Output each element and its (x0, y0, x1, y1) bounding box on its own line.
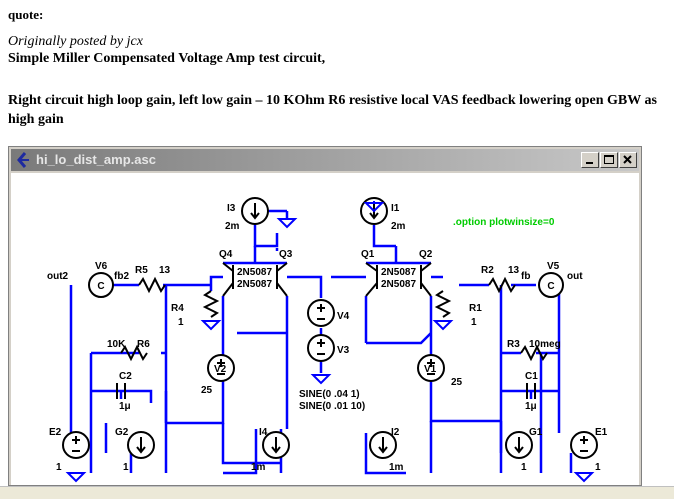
label-i2-value: 1m (389, 462, 404, 473)
voltage-source-v4 (307, 299, 335, 327)
label-v4: V4 (337, 311, 350, 322)
voltage-source-e1 (570, 431, 598, 459)
transistor-q3 (276, 262, 288, 297)
current-source-g2 (127, 431, 155, 459)
voltage-source-v6: C (88, 272, 114, 298)
label-i1-value: 2m (391, 221, 406, 232)
label-i4-value: 1m (251, 462, 266, 473)
browser-status-bar (0, 486, 674, 499)
label-r1-value: 1 (471, 317, 477, 328)
label-i1: I1 (391, 203, 400, 214)
label-g2-value: 1 (123, 462, 129, 473)
label-out: out (567, 271, 583, 282)
post-body-text: Right circuit high loop gain, left low g… (8, 93, 657, 127)
close-button[interactable] (619, 152, 637, 168)
label-c1: C1 (525, 371, 538, 382)
label-out2: out2 (47, 271, 69, 282)
label-q2-model: 2N5087 (381, 279, 416, 290)
ltspice-app-icon (17, 152, 29, 168)
label-v5: V5 (547, 261, 560, 272)
v5-symbol: C (547, 281, 554, 292)
label-r5-value: 13 (159, 265, 171, 276)
label-r6: R6 (137, 339, 150, 350)
label-r5: R5 (135, 265, 148, 276)
label-v1: V1 (424, 364, 437, 375)
label-q3: Q3 (279, 249, 293, 260)
schematic-window: hi_lo_dist_amp.asc (8, 146, 642, 486)
resistor-r3 (520, 344, 548, 362)
label-i2: I2 (391, 427, 400, 438)
capacitor-c2 (116, 383, 126, 399)
voltage-source-v3 (307, 334, 335, 362)
label-fb: fb (521, 271, 530, 282)
v6-symbol: C (97, 281, 104, 292)
capacitors (116, 383, 536, 399)
transistor-q2 (420, 262, 432, 297)
close-icon (623, 155, 632, 164)
label-r3-value: 10meg (529, 339, 561, 350)
label-c2: C2 (119, 371, 132, 382)
label-r6-value: 10K (107, 339, 126, 350)
capacitor-c1 (526, 383, 536, 399)
label-r4-value: 1 (178, 317, 184, 328)
label-q4-model: 2N5087 (237, 267, 272, 278)
maximize-icon (604, 155, 614, 164)
quote-subtitle: Simple Miller Compensated Voltage Amp te… (8, 51, 326, 66)
label-i3-value: 2m (225, 221, 240, 232)
quote-attribution: Originally posted by jcx (8, 34, 143, 49)
schematic-canvas[interactable]: C C I3 2m I1 2m .option plotwinsize=0 (11, 173, 639, 485)
resistor-r4 (202, 290, 220, 318)
spice-directive: .option plotwinsize=0 (453, 217, 555, 228)
label-q1: Q1 (361, 249, 375, 260)
label-e2: E2 (49, 427, 62, 438)
voltage-source-e2 (62, 431, 90, 459)
label-q4: Q4 (219, 249, 233, 260)
label-r3: R3 (507, 339, 520, 350)
label-e1: E1 (595, 427, 608, 438)
label-sine-1: SINE(0 .04 1) (299, 389, 360, 400)
resistor-r6 (120, 344, 148, 362)
maximize-button[interactable] (600, 152, 618, 168)
label-v2-value: 25 (201, 385, 213, 396)
label-g2: G2 (115, 427, 129, 438)
label-q1-model: 2N5087 (381, 267, 416, 278)
label-c2-value: 1μ (119, 401, 131, 412)
label-q2: Q2 (419, 249, 433, 260)
transistor-q4 (222, 262, 234, 297)
ground-symbols (65, 201, 595, 483)
label-fb2: fb2 (114, 271, 129, 282)
window-titlebar[interactable]: hi_lo_dist_amp.asc (11, 149, 639, 171)
transistor-q1 (365, 262, 378, 297)
resistors (120, 276, 548, 362)
label-e1-value: 1 (595, 462, 601, 473)
label-r4: R4 (171, 303, 184, 314)
voltage-source-v5: C (538, 272, 564, 298)
schematic-diagram: C C I3 2m I1 2m .option plotwinsize=0 (47, 197, 608, 483)
label-v2: V2 (214, 364, 227, 375)
label-c1-value: 1μ (525, 401, 537, 412)
window-title: hi_lo_dist_amp.asc (36, 152, 156, 167)
minimize-icon (586, 162, 593, 164)
label-sine-2: SINE(0 .01 10) (299, 401, 365, 412)
label-r1: R1 (469, 303, 482, 314)
label-i4: I4 (259, 427, 268, 438)
quote-label: quote: (8, 7, 44, 22)
label-i3: I3 (227, 203, 236, 214)
resistor-r2 (488, 276, 516, 294)
label-r2-value: 13 (508, 265, 520, 276)
current-source-i3 (241, 197, 269, 225)
label-g1: G1 (529, 427, 543, 438)
label-r2: R2 (481, 265, 494, 276)
label-v6: V6 (95, 261, 108, 272)
label-v1-value: 25 (451, 377, 463, 388)
label-v3: V3 (337, 345, 350, 356)
resistor-r1 (434, 290, 452, 318)
resistor-r5 (138, 276, 166, 294)
label-e2-value: 1 (56, 462, 62, 473)
label-q3-model: 2N5087 (237, 279, 272, 290)
minimize-button[interactable] (581, 152, 599, 168)
label-g1-value: 1 (521, 462, 527, 473)
transistors (222, 262, 432, 297)
